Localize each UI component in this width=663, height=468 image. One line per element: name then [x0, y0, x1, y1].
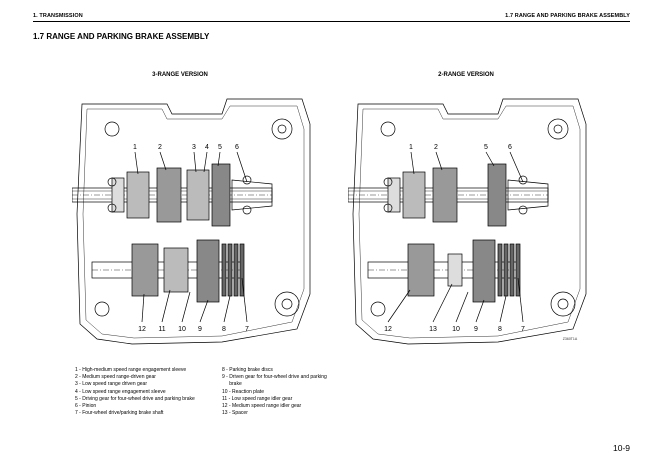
callout-bottom-11: 11	[158, 326, 165, 333]
legend-num: 10 -	[222, 388, 233, 395]
legend-item: 12 - Medium speed range idler gear	[222, 403, 332, 410]
legend-item: 6 - Pinion	[75, 403, 215, 410]
legend-text: Reaction plate	[232, 388, 264, 395]
legend-text: Four-wheel drive/parking brake shaft	[82, 410, 164, 417]
legend-text: Driving gear for four-wheel drive and pa…	[82, 395, 195, 402]
legend-num: 11 -	[222, 395, 232, 402]
header-rule	[33, 21, 630, 22]
figure-code: Z360T1A	[563, 337, 578, 341]
callout-bottom-7: 7	[245, 326, 249, 333]
legend-item: 10 - Reaction plate	[222, 389, 332, 396]
callout-top-6: 6	[508, 144, 512, 151]
callout-bottom-10: 10	[452, 326, 460, 333]
callout-bottom-9: 9	[198, 326, 202, 333]
legend-num: 4 -	[75, 388, 83, 395]
legend-num: 2 -	[75, 374, 83, 381]
callout-top-4: 4	[205, 144, 209, 151]
callout-top-5: 5	[218, 144, 222, 151]
legend-right-column: 8 - Parking brake discs 9 - Driven gear …	[222, 367, 332, 417]
legend-text: Low speed range engagement sleeve	[82, 388, 166, 395]
callout-top-2: 2	[434, 144, 438, 151]
callout-bottom-13: 13	[429, 326, 437, 333]
legend-text: Low speed range idler gear	[231, 395, 293, 402]
legend-item: 7 - Four-wheel drive/parking brake shaft	[75, 410, 215, 417]
callout-top-1: 1	[409, 144, 413, 151]
legend-text: Spacer	[232, 410, 248, 417]
legend-num: 6 -	[75, 403, 83, 410]
legend-text: Parking brake discs	[229, 367, 273, 373]
legend-num: 12 -	[222, 403, 233, 410]
legend-num: 3 -	[75, 381, 83, 388]
callout-bottom-7: 7	[521, 326, 525, 333]
page-title: 1.7 RANGE AND PARKING BRAKE ASSEMBLY	[33, 32, 210, 41]
cross-section-drawing-3-range: 1 2 3 4 5 6 12 11 10 9 8 7	[72, 98, 311, 345]
legend-text: Driven gear for four-wheel drive and par…	[229, 374, 327, 388]
cross-section-drawing-2-range: 1 2 5 6 12 13 10 9 8 7 Z360T1A	[348, 98, 587, 345]
callout-top-5: 5	[484, 144, 488, 151]
figure-caption-2-range: 2-RANGE VERSION	[438, 72, 494, 78]
header-chapter-label: 1.7 RANGE AND PARKING BRAKE ASSEMBLY	[505, 13, 630, 19]
callout-top-3: 3	[192, 144, 196, 151]
legend-num: 13 -	[222, 410, 233, 417]
legend-item: 9 - Driven gear for four-wheel drive and…	[222, 374, 332, 388]
callout-bottom-10: 10	[178, 326, 186, 333]
legend-item: 1 - High-medium speed range engagement s…	[75, 367, 215, 374]
legend-item: 5 - Driving gear for four-wheel drive an…	[75, 396, 215, 403]
callout-top-6: 6	[235, 144, 239, 151]
legend-left-column: 1 - High-medium speed range engagement s…	[75, 367, 215, 417]
legend-item: 13 - Spacer	[222, 410, 332, 417]
legend-item: 3 - Low speed range driven gear	[75, 381, 215, 388]
legend-item: 11 - Low speed range idler gear	[222, 396, 332, 403]
legend-text: High-medium speed range engagement sleev…	[82, 367, 187, 373]
legend-num: 8 -	[222, 367, 230, 373]
legend-item: 8 - Parking brake discs	[222, 367, 332, 374]
callout-bottom-8: 8	[222, 326, 226, 333]
legend-num: 7 -	[75, 410, 83, 417]
legend-num: 9 -	[222, 374, 230, 381]
figure-caption-3-range: 3-RANGE VERSION	[152, 72, 208, 78]
callout-bottom-8: 8	[498, 326, 502, 333]
callout-top-2: 2	[158, 144, 162, 151]
callout-bottom-9: 9	[474, 326, 478, 333]
legend-num: 1 -	[75, 367, 83, 373]
legend-item: 2 - Medium speed range-driven gear	[75, 374, 215, 381]
legend-text: Medium speed range idler gear	[232, 403, 302, 410]
page-number: 10-9	[612, 443, 630, 453]
callout-bottom-12: 12	[384, 326, 392, 333]
callout-bottom-12: 12	[138, 326, 146, 333]
legend-text: Low speed range driven gear	[82, 381, 147, 388]
legend-item: 4 - Low speed range engagement sleeve	[75, 389, 215, 396]
callout-top-1: 1	[133, 144, 137, 151]
legend-text: Medium speed range-driven gear	[82, 374, 156, 381]
legend-num: 5 -	[75, 395, 83, 402]
legend-text: Pinion	[82, 403, 97, 410]
header-section-label: 1. TRANSMISSION	[33, 13, 83, 19]
